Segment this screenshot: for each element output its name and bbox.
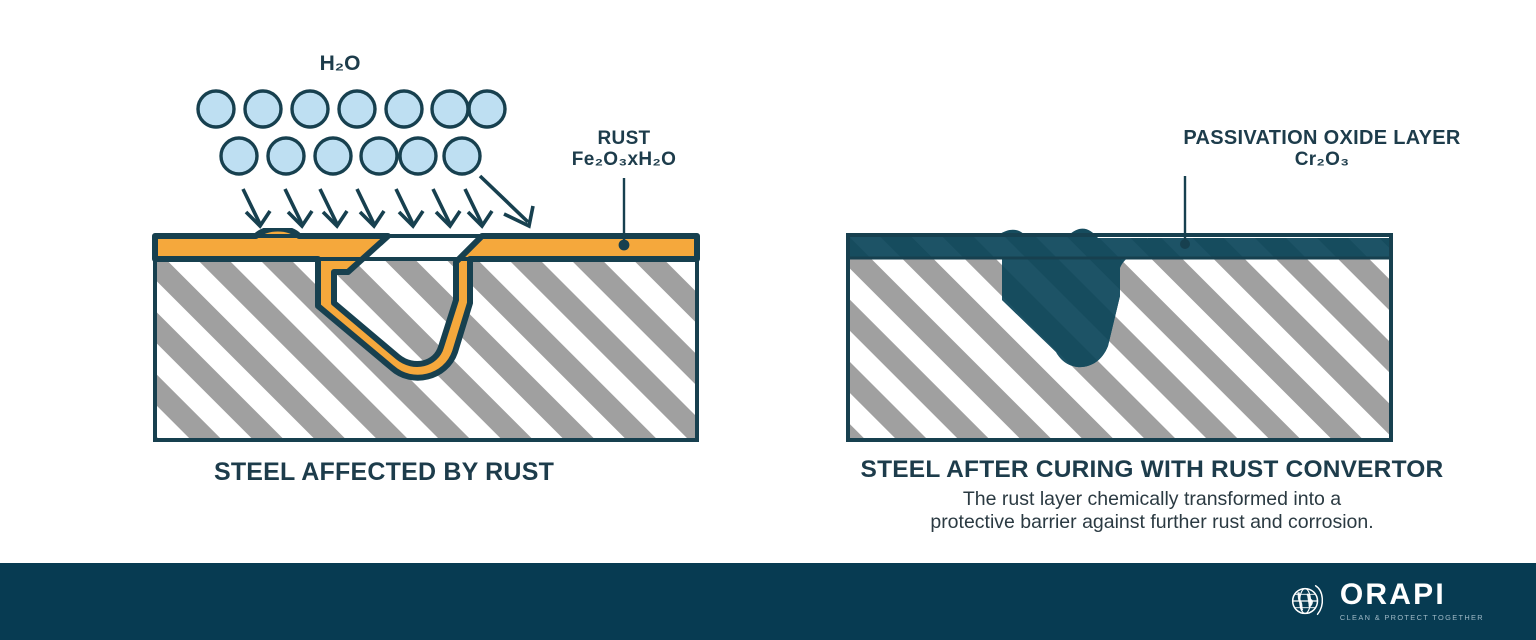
- steel-substrate-left: [155, 258, 697, 440]
- rust-callout-line2: Fe₂O₃xH₂O: [571, 149, 677, 171]
- brand-name: ORAPI: [1339, 578, 1446, 612]
- caption-left: STEEL AFFECTED BY RUST: [213, 458, 555, 486]
- panel-steel-affected-by-rust: H₂O RUST Fe₂O₃xH₂O STEEL AFFECTED BY RUS…: [0, 0, 768, 563]
- panel-steel-after-curing: PASSIVATION OXIDE LAYER Cr₂O₃ STEEL AFTE…: [768, 0, 1536, 563]
- brand-tagline: CLEAN & PROTECT TOGETHER: [1339, 613, 1484, 623]
- rust-callout-label: RUST Fe₂O₃xH₂O: [538, 128, 710, 171]
- water-flow-arrows: [241, 174, 535, 229]
- passivation-callout-line1: PASSIVATION OXIDE LAYER: [1183, 127, 1461, 149]
- passivation-callout-line2: Cr₂O₃: [1294, 149, 1350, 171]
- panels-container: H₂O RUST Fe₂O₃xH₂O STEEL AFFECTED BY RUS…: [0, 0, 1536, 563]
- right-figure: [846, 176, 1393, 442]
- h2o-label: H₂O: [319, 52, 361, 75]
- water-droplets-row-1: [196, 89, 507, 129]
- left-figure: [152, 89, 700, 442]
- rust-layer-group: [152, 228, 700, 381]
- footer-bar: ORAPI CLEAN & PROTECT TOGETHER: [0, 563, 1536, 640]
- globe-icon: [1291, 585, 1323, 616]
- caption-right: STEEL AFTER CURING WITH RUST CONVERTOR: [860, 456, 1444, 483]
- passivation-callout-label: PASSIVATION OXIDE LAYER Cr₂O₃: [1046, 127, 1536, 171]
- subcaption-line2: protective barrier against further rust …: [930, 511, 1374, 533]
- subcaption-line1: The rust layer chemically transformed in…: [962, 488, 1342, 510]
- logo-text-block: ORAPI CLEAN & PROTECT TOGETHER: [1339, 578, 1484, 623]
- steel-block-outline-left: [153, 234, 699, 442]
- rust-callout-leader: [618, 178, 630, 251]
- orapi-logo: ORAPI CLEAN & PROTECT TOGETHER: [1286, 580, 1484, 622]
- steel-block-outline-right: [846, 233, 1393, 442]
- water-droplets-row-2: [219, 136, 482, 176]
- passivation-callout-leader: [1180, 176, 1190, 249]
- rust-callout-line1: RUST: [597, 128, 651, 149]
- subcaption-right: The rust layer chemically transformed in…: [768, 488, 1536, 534]
